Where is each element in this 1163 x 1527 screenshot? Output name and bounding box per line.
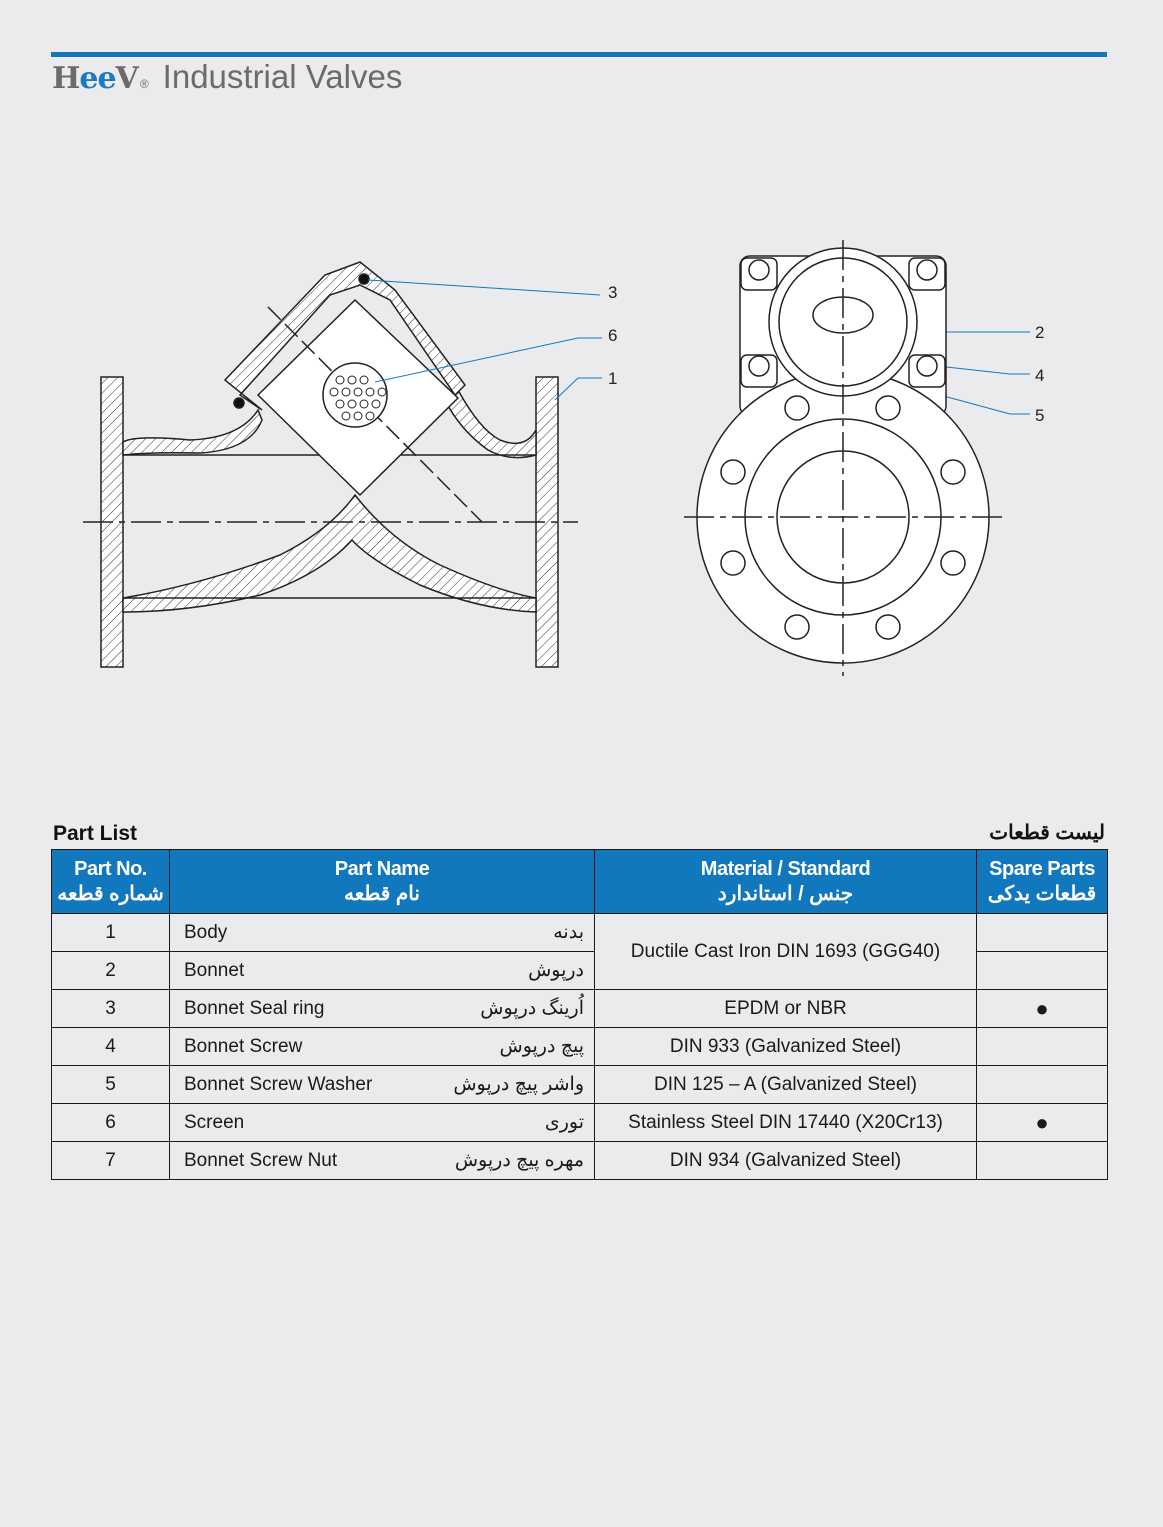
header-en: Part No. <box>74 857 147 880</box>
section-view <box>83 261 578 668</box>
part-name: Bonnet Seal ring اُرینگ درپوش <box>169 989 595 1028</box>
end-view <box>684 240 1002 676</box>
name-fa: توری <box>544 1112 584 1133</box>
part-list-title: Part List <box>53 822 138 845</box>
header-fa: جنس / استاندارد <box>717 882 854 905</box>
brand-title: Industrial Valves <box>162 58 403 95</box>
part-no: 2 <box>51 951 170 990</box>
heev-logo: HeeV <box>52 61 139 96</box>
header-en: Material / Standard <box>700 857 871 880</box>
leader-lines <box>367 279 1030 415</box>
spare: ● <box>976 989 1108 1028</box>
col-part-no: Part No.شماره قطعه <box>51 849 170 914</box>
part-name: Bonnet درپوش <box>169 951 595 990</box>
name-fa: پیچ درپوش <box>499 1036 585 1057</box>
name-fa: مهره پیچ درپوش <box>454 1150 584 1171</box>
registered-mark: ® <box>139 77 149 91</box>
name-fa: اُرینگ درپوش <box>480 998 584 1019</box>
spare <box>976 913 1108 952</box>
part-no: 6 <box>51 1103 170 1142</box>
material: EPDM or NBR <box>594 989 977 1028</box>
callout-4: 4 <box>1035 366 1044 385</box>
part-name: Bonnet Screw پیچ درپوش <box>169 1027 595 1066</box>
spare <box>976 1027 1108 1066</box>
name-en: Bonnet Screw <box>184 1035 303 1057</box>
header-fa: شماره قطعه <box>57 882 164 905</box>
valve-technical-drawing: 3 6 1 2 4 5 <box>83 240 1044 676</box>
part-no: 1 <box>51 913 170 952</box>
material: DIN 125 – A (Galvanized Steel) <box>594 1065 977 1104</box>
part-name: Screen توری <box>169 1103 595 1142</box>
part-name: Bonnet Screw Washer واشر پیچ درپوش <box>169 1065 595 1104</box>
header-fa: نام قطعه <box>344 882 420 905</box>
material: Stainless Steel DIN 17440 (X20Cr13) <box>594 1103 977 1142</box>
name-fa: درپوش <box>528 960 584 981</box>
spare: ● <box>976 1103 1108 1142</box>
part-name: Bonnet Screw Nut مهره پیچ درپوش <box>169 1141 595 1180</box>
table-row: 6 Screen توری Stainless Steel DIN 17440 (… <box>51 1103 1108 1142</box>
spare <box>976 1141 1108 1180</box>
table-row: 2 Bonnet درپوش <box>51 951 1108 990</box>
name-fa: واشر پیچ درپوش <box>453 1074 584 1095</box>
header-fa: قطعات یدکی <box>987 882 1097 905</box>
callout-1: 1 <box>608 369 617 388</box>
table-row: 5 Bonnet Screw Washer واشر پیچ درپوش DIN … <box>51 1065 1108 1104</box>
header-en: Spare Parts <box>989 857 1095 880</box>
name-fa: بدنه <box>553 922 584 943</box>
name-en: Body <box>184 921 228 943</box>
callout-2: 2 <box>1035 323 1044 342</box>
name-en: Bonnet <box>184 959 245 981</box>
part-no: 5 <box>51 1065 170 1104</box>
spare <box>976 951 1108 990</box>
table-row: 3 Bonnet Seal ring اُرینگ درپوش EPDM or N… <box>51 989 1108 1028</box>
part-no: 4 <box>51 1027 170 1066</box>
table-row: 1 Body بدنه Ductile Cast Iron DIN 1693 (G… <box>51 913 1108 990</box>
part-name: Body بدنه <box>169 913 595 952</box>
part-no: 7 <box>51 1141 170 1180</box>
spare <box>976 1065 1108 1104</box>
name-en: Screen <box>184 1111 245 1133</box>
name-en: Bonnet Screw Nut <box>184 1149 338 1171</box>
table-row: 4 Bonnet Screw پیچ درپوش DIN 933 (Galvani… <box>51 1027 1108 1066</box>
part-list-title-fa: لیست قطعات <box>989 822 1105 844</box>
name-en: Bonnet Seal ring <box>184 997 325 1019</box>
material: DIN 933 (Galvanized Steel) <box>594 1027 977 1066</box>
part-no: 3 <box>51 989 170 1028</box>
callout-3: 3 <box>608 283 617 302</box>
material: DIN 934 (Galvanized Steel) <box>594 1141 977 1180</box>
brand-header: HeeV ® Industrial Valves <box>52 58 402 96</box>
header-rule <box>51 52 1107 57</box>
table-row: 7 Bonnet Screw Nut مهره پیچ درپوش DIN 934… <box>51 1141 1108 1180</box>
header-en: Part Name <box>334 857 430 880</box>
material: Ductile Cast Iron DIN 1693 (GGG40) <box>594 913 977 990</box>
callout-5: 5 <box>1035 406 1044 425</box>
name-en: Bonnet Screw Washer <box>184 1073 373 1095</box>
callout-6: 6 <box>608 326 617 345</box>
